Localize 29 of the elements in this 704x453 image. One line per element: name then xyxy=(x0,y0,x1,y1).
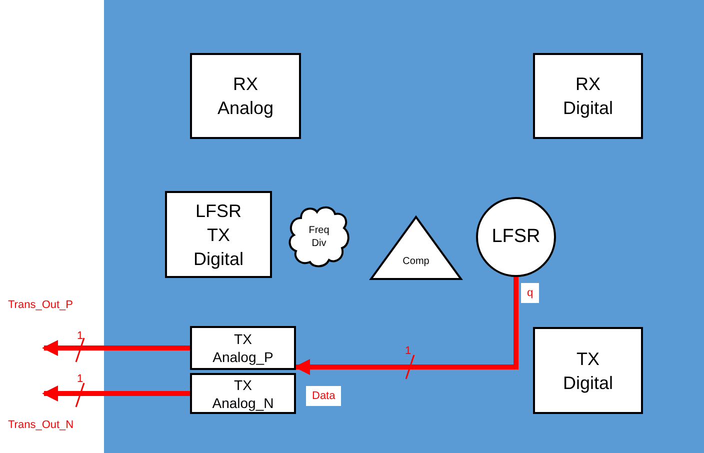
block-label: Freq Div xyxy=(308,224,330,250)
block-label: Comp xyxy=(402,254,430,268)
arrow xyxy=(294,277,518,375)
block-box xyxy=(190,326,296,370)
block-label: TX Analog_N xyxy=(212,376,274,412)
edge-label: 1 xyxy=(76,373,84,385)
block-label: LFSR xyxy=(492,226,540,248)
block-box xyxy=(165,191,272,278)
block-label: RX Digital xyxy=(562,73,613,120)
triangle-shape xyxy=(369,215,463,281)
block-label: LFSR TX Digital xyxy=(193,200,244,270)
edge-label: 1 xyxy=(76,330,84,342)
block-box xyxy=(533,53,643,139)
block-box xyxy=(533,327,643,414)
block-box xyxy=(190,373,296,414)
signal-name: Trans_Out_P xyxy=(8,298,74,312)
cloud-shape xyxy=(287,204,351,270)
system-panel xyxy=(104,0,704,453)
edge-label: 1 xyxy=(404,345,412,357)
arrow xyxy=(42,386,190,402)
arrow xyxy=(42,340,190,356)
signal-tag: q xyxy=(521,283,540,303)
block-label: TX Digital xyxy=(562,348,613,394)
circle-node xyxy=(476,197,556,277)
block-label: RX Analog xyxy=(217,73,274,120)
block-label: TX Analog_P xyxy=(212,330,274,366)
block-box xyxy=(190,53,301,139)
signal-name: Trans_Out_N xyxy=(8,418,74,432)
signal-tag: Data xyxy=(306,386,342,406)
